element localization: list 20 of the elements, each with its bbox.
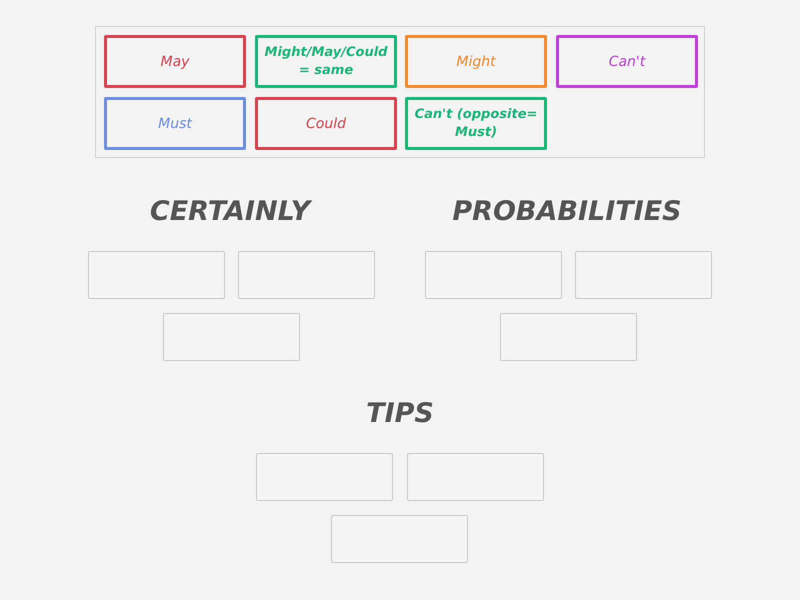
- drop-zone: [575, 251, 712, 299]
- drop-zone: [500, 313, 637, 361]
- category-heading: PROBABILITIES: [452, 196, 682, 227]
- word-card: Can't (opposite= Must): [405, 97, 547, 150]
- drop-zone: [331, 515, 468, 563]
- card-panel: [95, 26, 705, 158]
- word-card: Might/May/Could = same: [255, 35, 397, 88]
- drop-zone: [88, 251, 225, 299]
- drop-zone: [407, 453, 544, 501]
- word-card: May: [104, 35, 246, 88]
- drop-zone: [425, 251, 562, 299]
- drop-zone: [238, 251, 375, 299]
- word-card: Could: [255, 97, 397, 150]
- category-heading: CERTAINLY: [150, 196, 310, 227]
- word-card: Can't: [556, 35, 698, 88]
- category-heading: TIPS: [366, 398, 434, 429]
- word-card: Might: [405, 35, 547, 88]
- drop-zone: [163, 313, 300, 361]
- word-card: Must: [104, 97, 246, 150]
- drop-zone: [256, 453, 393, 501]
